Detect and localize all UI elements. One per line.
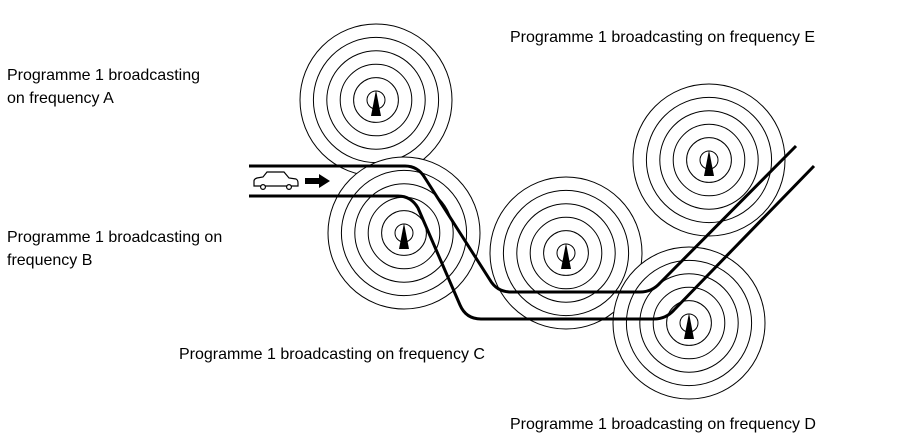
- road-edge-upper: [249, 144, 798, 294]
- road: [249, 144, 816, 321]
- transmitter-d: [612, 246, 766, 400]
- label-frequency-d: Programme 1 broadcasting on frequency D: [510, 416, 816, 433]
- transmitter-a: [299, 23, 453, 177]
- label-frequency-b-line-1: Programme 1 broadcasting on: [7, 229, 223, 246]
- label-frequency-a-line-2: on frequency A: [7, 90, 114, 107]
- transmitter-icon: [399, 223, 409, 249]
- car-icon: [253, 171, 299, 191]
- label-frequency-b: Programme 1 broadcasting on frequency B: [7, 226, 222, 272]
- transmitter-icon: [704, 150, 714, 176]
- transmitter-icon: [371, 90, 381, 116]
- transmitter-e: [632, 83, 786, 237]
- transmitter-b: [327, 156, 481, 310]
- transmitter-icon: [684, 313, 694, 339]
- road-edge-lower: [249, 164, 816, 321]
- label-frequency-c: Programme 1 broadcasting on frequency C: [179, 346, 485, 363]
- label-frequency-a-line-1: Programme 1 broadcasting: [7, 67, 200, 84]
- label-frequency-a: Programme 1 broadcasting on frequency A: [7, 64, 200, 110]
- transmitter-icon: [561, 243, 571, 269]
- label-frequency-b-line-2: frequency B: [7, 252, 93, 269]
- transmitters: [299, 23, 786, 400]
- arrow-right-icon: [305, 174, 330, 188]
- label-frequency-e: Programme 1 broadcasting on frequency E: [510, 29, 816, 46]
